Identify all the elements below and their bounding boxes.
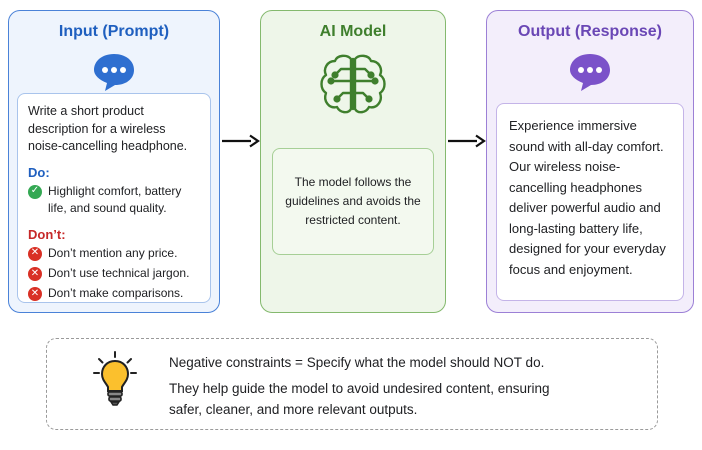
x-icon: ✕ xyxy=(28,286,42,301)
input-panel: Input (Prompt) Write a short product des… xyxy=(8,10,220,313)
negative-constraints-note: Negative constraints = Specify what the … xyxy=(46,338,658,430)
x-icon: ✕ xyxy=(28,246,42,261)
arrow-right-icon xyxy=(222,134,260,148)
dont-item: ✕ Don’t mention any price. xyxy=(28,245,202,262)
dont-item-text: Don’t mention any price. xyxy=(48,245,178,260)
lightbulb-icon xyxy=(93,351,137,406)
prompt-text: Write a short product description for a … xyxy=(28,104,188,153)
do-item-text: Highlight comfort, battery life, and sou… xyxy=(48,183,182,215)
dont-item: ✕ Don’t make comparisons. xyxy=(28,285,202,302)
note-text: Negative constraints = Specify what the … xyxy=(169,353,579,421)
do-list: ✓ Highlight comfort, battery life, and s… xyxy=(28,183,202,217)
brain-circuit-icon xyxy=(320,54,386,114)
note-explanation: They help guide the model to avoid undes… xyxy=(169,380,550,417)
dont-item-text: Don’t use technical jargon. xyxy=(48,265,190,280)
dont-item-text: Don’t make comparisons. xyxy=(48,285,184,300)
chat-bubble-icon xyxy=(94,54,134,91)
x-icon: ✕ xyxy=(28,266,42,281)
arrow-right-icon xyxy=(448,134,486,148)
chat-bubble-icon xyxy=(570,54,610,91)
check-icon: ✓ xyxy=(28,184,42,199)
dont-item: ✕ Don’t use technical jargon. xyxy=(28,265,202,282)
dont-label: Don’t: xyxy=(28,226,66,242)
output-panel: Output (Response) Experience immersive s… xyxy=(486,10,694,313)
model-panel: AI Model The model follows the guideline… xyxy=(260,10,446,313)
do-label: Do: xyxy=(28,164,50,180)
dont-list: ✕ Don’t mention any price. ✕ Don’t use t… xyxy=(28,245,202,302)
response-text: Experience immersive sound with all-day … xyxy=(496,103,684,301)
input-panel-title: Input (Prompt) xyxy=(58,23,170,40)
model-panel-title: AI Model xyxy=(319,23,387,40)
model-description: The model follows the guidelines and avo… xyxy=(272,148,434,255)
output-panel-title: Output (Response) xyxy=(518,23,662,40)
note-definition: Negative constraints = Specify what the … xyxy=(169,355,545,370)
prompt-card: Write a short product description for a … xyxy=(17,93,211,303)
do-item: ✓ Highlight comfort, battery life, and s… xyxy=(28,183,202,217)
